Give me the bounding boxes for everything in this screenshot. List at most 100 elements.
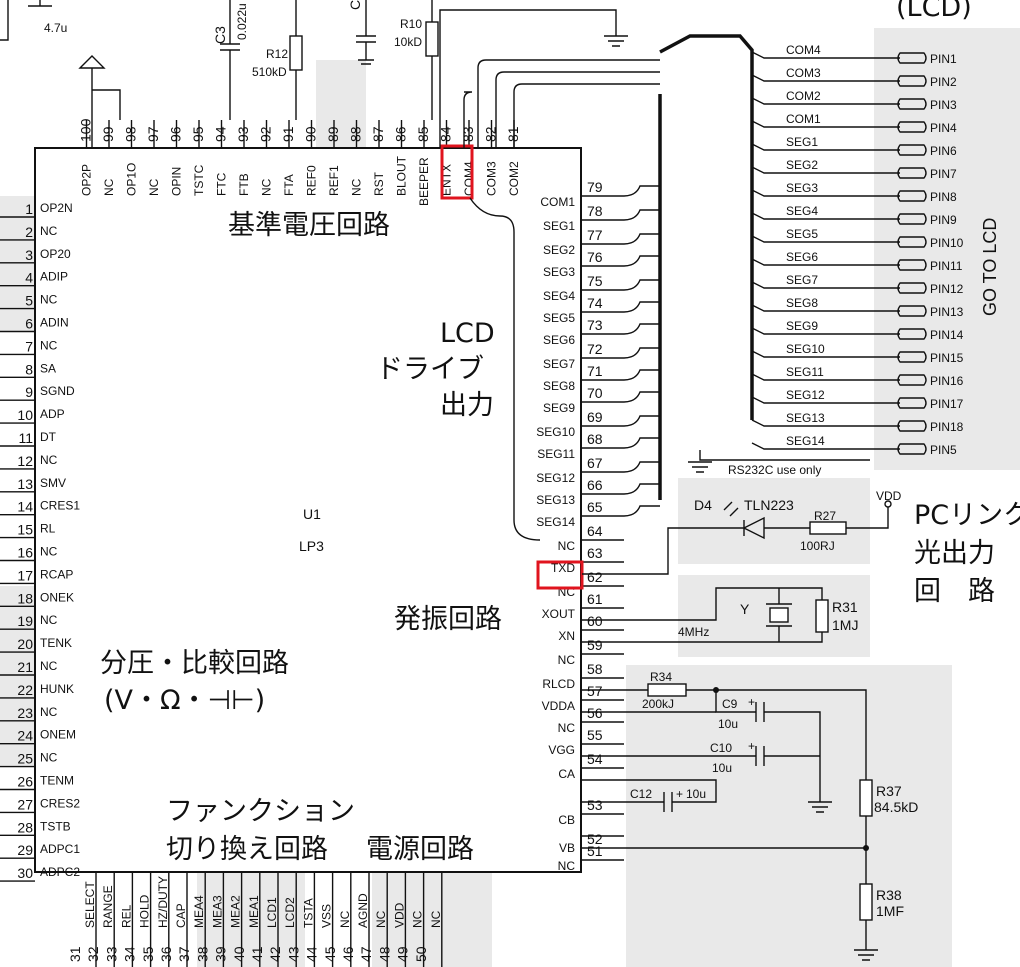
crystal-leads — [766, 588, 792, 642]
pin-left-label: ADIN — [40, 316, 69, 330]
c9-capacitor — [755, 702, 765, 722]
pin-top-number: 82 — [483, 126, 499, 142]
pin-top-number: 89 — [325, 126, 341, 142]
label-rs232: RS232C use only — [728, 463, 821, 477]
pin-right-label: TXD — [551, 561, 575, 575]
label-pc-link-1: PCリンク — [914, 500, 1020, 531]
shade-bottom-b — [372, 872, 492, 967]
c3-capacitor — [220, 0, 240, 120]
label-divider-1: 分圧・比較回路 — [100, 648, 289, 679]
r38-resistor — [859, 883, 873, 921]
label-lcd-drive-3: 出力 — [440, 390, 494, 421]
bus-line — [751, 189, 874, 197]
bus-line — [751, 143, 874, 151]
pin-bottom-number: 45 — [322, 946, 338, 962]
pin-left-number: 7 — [25, 338, 33, 354]
pin-left-label: ADIP — [40, 270, 68, 284]
pin-right-label: SEG4 — [543, 289, 575, 303]
bus-label: SEG12 — [786, 388, 825, 402]
bus-line — [751, 51, 874, 59]
pin-right-number: 64 — [587, 523, 603, 539]
lcd-pin-label: PIN4 — [930, 121, 957, 135]
junction-r34 — [713, 687, 719, 693]
pin-right-number: 65 — [587, 499, 603, 515]
pin-right-bus-link — [623, 209, 660, 221]
pin-right-label: SEG10 — [536, 425, 575, 439]
lcd-bus: COM4PIN1COM3PIN2COM2PIN3COM1PIN4SEG1PIN6… — [751, 43, 964, 457]
pin-top-number: 95 — [190, 126, 206, 142]
pin-left-label: NC — [40, 613, 58, 627]
r10-resistor — [425, 21, 439, 57]
label-power: 電源回路 — [366, 834, 474, 865]
pin-right-bus-link — [623, 233, 660, 245]
r34-resistor — [647, 683, 687, 697]
pin-bottom-label: HZ/DUTY — [156, 876, 170, 928]
lcd-connector-pin — [874, 259, 927, 271]
pin-left-label: NC — [40, 224, 58, 238]
c10-value: 10u — [712, 761, 732, 775]
lcd-pin-label: PIN2 — [930, 75, 957, 89]
pin-right-label: SEG11 — [537, 447, 575, 461]
lcd-pin-label: PIN5 — [930, 443, 957, 457]
bus-line — [751, 396, 874, 404]
pin-left-number: 27 — [17, 796, 33, 812]
bus-line — [751, 327, 874, 335]
r27-resistor — [809, 521, 847, 535]
pin-top-number: 91 — [280, 126, 296, 142]
pin-top-label: BEEPER — [417, 157, 431, 206]
pin-right-label: SEG8 — [543, 379, 575, 393]
pin-left-label: DT — [40, 430, 57, 444]
ground-c9 — [808, 801, 832, 813]
lcd-connector-pin — [874, 167, 927, 179]
bus-label: SEG6 — [786, 250, 818, 264]
pin-bottom-number: 49 — [395, 946, 411, 962]
pin-bottom-number: 39 — [213, 946, 229, 962]
lcd-bus-trunk — [658, 34, 754, 500]
pin-top-number: 86 — [393, 126, 409, 142]
bus-label: SEG4 — [786, 204, 818, 218]
pin-top-label: RST — [372, 171, 386, 196]
pin-right-label: CA — [558, 767, 575, 781]
bus-label: COM3 — [786, 66, 821, 80]
pin-right-number: 67 — [587, 455, 603, 471]
label-function-2: 切り換え回路 — [166, 834, 328, 865]
bus-line — [751, 235, 874, 243]
pin-left-number: 14 — [17, 499, 33, 515]
bus-label: COM1 — [786, 112, 821, 126]
lcd-pin-label: PIN6 — [930, 144, 957, 158]
bus-line — [751, 166, 874, 174]
pin-right-bus-link — [623, 391, 660, 403]
bus-line — [751, 350, 874, 358]
xtal-freq: 4MHz — [678, 625, 709, 639]
pin-right-label: SEG12 — [536, 471, 575, 485]
pin-top-number: 85 — [415, 126, 431, 142]
r10-label: R10 — [400, 17, 422, 31]
pin-right-label: NC — [558, 539, 576, 553]
pin-bottom-number: 31 — [67, 946, 83, 962]
label-divider-2: (V・Ω・⊣⊢) — [104, 685, 265, 716]
pin-bottom-label: HOLD — [138, 894, 152, 928]
ground-top — [604, 35, 628, 47]
pin-bottom-label: VSS — [320, 904, 334, 928]
pin-top-label: OP2P — [80, 164, 94, 196]
pin-top-number: 84 — [438, 126, 454, 142]
pin-right-bus-link — [623, 483, 660, 495]
junction-vb — [863, 845, 869, 851]
pin-right-number: 59 — [587, 637, 603, 653]
pin-left-label: ONEK — [40, 590, 74, 604]
shade-power — [626, 665, 952, 967]
pin-left-label: NC — [40, 545, 58, 559]
pin-top-label: REF0 — [305, 165, 319, 196]
pin-top-label: FTA — [282, 174, 296, 196]
pins-bottom: SELECT31RANGE32REL33HOLD34HZ/DUTY35CAP36… — [67, 872, 443, 967]
pin-top-label: NC — [147, 178, 161, 196]
pin-right-label: SEG13 — [536, 493, 575, 507]
pin-top-label: NC — [350, 178, 364, 196]
label-function-1: ファンクション — [166, 796, 355, 827]
pin-left-number: 21 — [17, 659, 33, 675]
r38-value: 1MF — [876, 903, 904, 919]
label-oscillator: 発振回路 — [394, 604, 502, 635]
tln-label: TLN223 — [744, 497, 794, 513]
vdd-terminal — [884, 500, 892, 508]
pin-right-number: 58 — [587, 661, 603, 677]
